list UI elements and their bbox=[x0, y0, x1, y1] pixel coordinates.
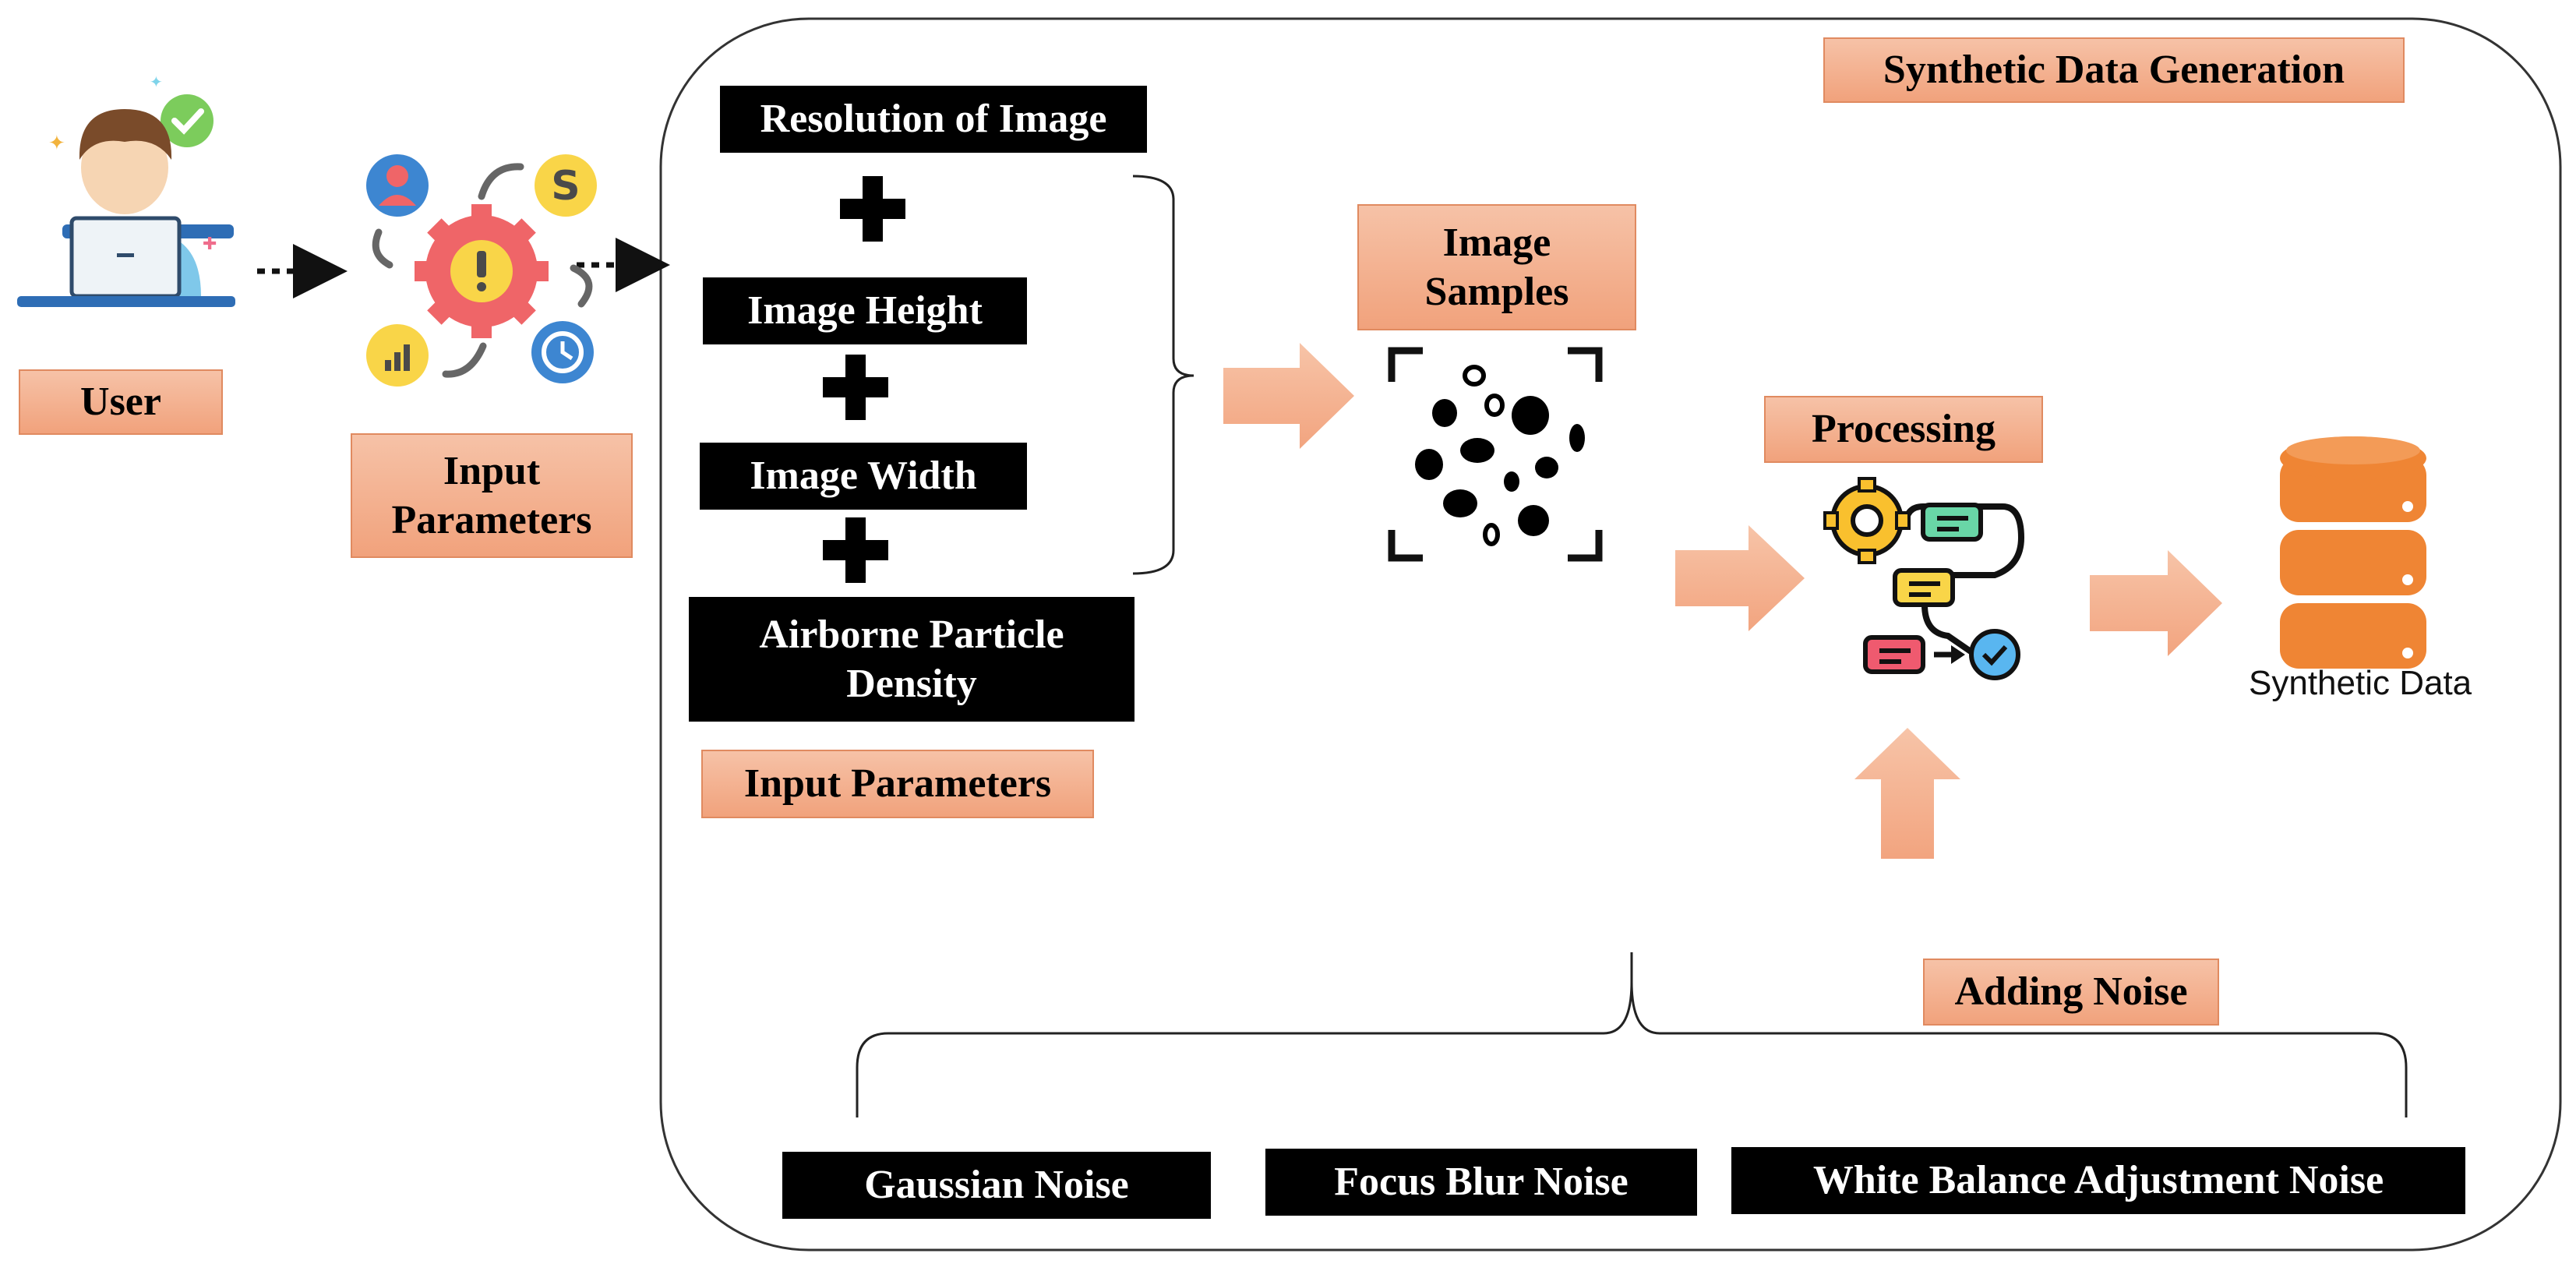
svg-text:✦: ✦ bbox=[150, 72, 163, 91]
svg-text:✦: ✦ bbox=[48, 132, 65, 155]
samples-to-processing-arrow bbox=[1675, 525, 1805, 631]
parameters-bracket bbox=[1132, 175, 1194, 575]
adding-noise-label: Adding Noise bbox=[1923, 959, 2219, 1026]
synthetic-data-output-label: Synthetic Data bbox=[2249, 664, 2472, 702]
plus-icon bbox=[840, 176, 905, 242]
image-samples-label: Image Samples bbox=[1357, 204, 1636, 330]
params-to-samples-arrow bbox=[1223, 343, 1354, 449]
image-height-parameter: Image Height bbox=[703, 277, 1027, 344]
plus-icon bbox=[823, 355, 888, 420]
gaussian-noise-box: Gaussian Noise bbox=[782, 1152, 1211, 1219]
diagram-title: Synthetic Data Generation bbox=[1823, 37, 2405, 103]
svg-text:✚: ✚ bbox=[203, 235, 217, 254]
settings-cycle-icon: S bbox=[366, 154, 597, 387]
white-balance-noise-box: White Balance Adjustment Noise bbox=[1731, 1147, 2465, 1214]
input-parameters-group-label: Input Parameters bbox=[701, 750, 1094, 818]
user-icon: ✦ ✦ ✚ bbox=[17, 72, 235, 307]
image-width-parameter: Image Width bbox=[700, 443, 1027, 510]
database-icon bbox=[2280, 436, 2426, 669]
processing-to-data-arrow bbox=[2090, 550, 2222, 656]
processing-label: Processing bbox=[1764, 396, 2043, 463]
plus-icon bbox=[823, 517, 888, 583]
noise-brace bbox=[856, 952, 2408, 1117]
workflow-icon bbox=[1823, 477, 2025, 680]
svg-text:S: S bbox=[551, 163, 580, 210]
user-label: User bbox=[19, 369, 223, 435]
resolution-parameter: Resolution of Image bbox=[720, 86, 1147, 153]
particle-samples-icon bbox=[1388, 347, 1603, 562]
airborne-particle-density-parameter: Airborne Particle Density bbox=[689, 597, 1134, 722]
noise-to-processing-arrow bbox=[1854, 728, 1960, 859]
focus-blur-noise-box: Focus Blur Noise bbox=[1265, 1149, 1697, 1216]
synthetic-data-generation-container bbox=[659, 17, 2562, 1252]
input-parameters-label: Input Parameters bbox=[351, 433, 633, 558]
